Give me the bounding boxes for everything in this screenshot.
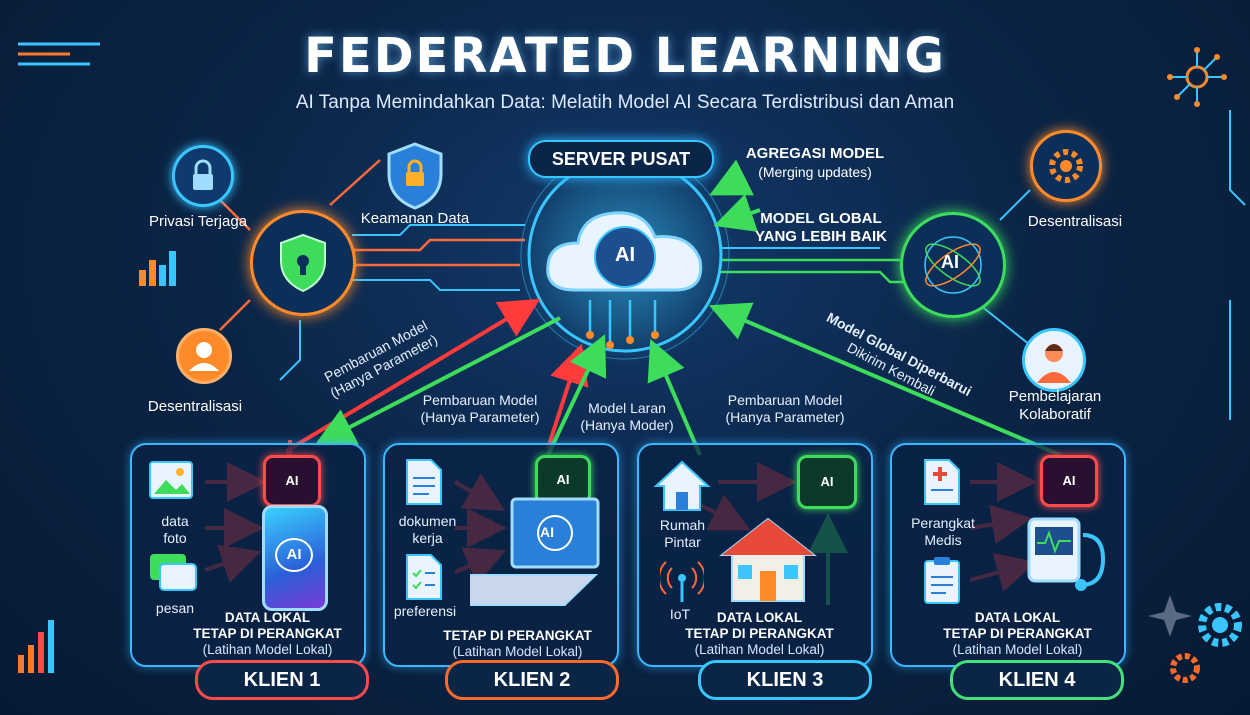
update-mid-title: Pembaruan Model (422, 392, 538, 408)
client3-ai-chip: AI (797, 455, 857, 509)
client3-item-iot: IoT (669, 606, 691, 622)
right-decentral-label: Desentralisasi (1027, 213, 1123, 230)
global-arrow-1 (314, 316, 561, 446)
left-decentral-label: Desentralisasi (147, 398, 243, 415)
client4-local-sub: (Latihan Model Lokal) (952, 642, 1083, 657)
security-label: Keamanan Data (360, 210, 470, 227)
checklist-icon (406, 554, 442, 600)
document-icon (406, 459, 442, 505)
iot-signal-icon (660, 561, 704, 602)
medical-monitor-icon (1027, 517, 1106, 591)
smartphone-icon (262, 505, 328, 611)
central-shield-badge (250, 210, 356, 316)
aggregation-title: AGREGASI MODEL (745, 145, 885, 162)
client1-item-photo: data foto (161, 513, 189, 546)
medical-document-icon (924, 459, 960, 505)
client4-ai-chip: AI (1040, 455, 1098, 507)
client3-badge: KLIEN 3 (698, 660, 872, 700)
right-circuit-lines (720, 258, 905, 284)
top-left-deco (18, 42, 100, 66)
global-model-label: MODEL GLOBAL YANG LEBIH BAIK (755, 210, 887, 245)
client1-local-sub: (Latihan Model Lokal) (202, 642, 333, 657)
client4-badge: KLIEN 4 (950, 660, 1124, 700)
update-right-title: Pembaruan Model (727, 392, 843, 408)
client4-local-title: DATA LOKAL TETAP DI PERANGKAT (943, 610, 1092, 641)
update-right-label: Pembaruan Model (Hanya Parameter) (715, 392, 855, 426)
client4-item-medical: Perangkat Medis (911, 515, 975, 548)
client2-item-document: dokumen kerja (398, 513, 457, 546)
client1-local-title: DATA LOKAL TETAP DI PERANGKAT (193, 610, 342, 641)
page-subtitle: AI Tanpa Memindahkan Data: Melatih Model… (295, 92, 955, 113)
global-arrow-2 (546, 334, 607, 456)
server-label: SERVER PUSAT (528, 140, 714, 178)
model-laran-sub: (Hanya Moder) (580, 417, 674, 433)
client2-laptop-ai: AI (540, 524, 554, 540)
client3-item-home: Rumah Pintar (659, 517, 706, 550)
update-right-sub: (Hanya Parameter) (725, 409, 845, 425)
server-ai-text: AI (615, 244, 635, 266)
smart-house-icon (719, 517, 817, 602)
update-mid-sub: (Hanya Parameter) (420, 409, 540, 425)
client2-local-title: TETAP DI PERANGKAT (443, 628, 592, 643)
privacy-label: Privasi Terjaga (148, 213, 248, 230)
photo-icon (149, 461, 193, 499)
collab-label: Pembelajaran Kolaboratif (1008, 388, 1102, 423)
bar-chart-icon (139, 251, 176, 286)
global-arrow-3 (647, 338, 702, 456)
laptop-icon (470, 497, 600, 606)
right-edge-lines (1229, 110, 1246, 420)
client4-local-note: DATA LOKAL TETAP DI PERANGKAT (Latihan M… (930, 610, 1105, 658)
client3-local-title: DATA LOKAL TETAP DI PERANGKAT (685, 610, 834, 641)
right-ai-text: AI (941, 252, 959, 272)
client1-ai-chip: AI (263, 455, 321, 507)
user-icon (176, 328, 232, 384)
network-node-icon (1167, 47, 1227, 107)
client1-badge: KLIEN 1 (195, 660, 369, 700)
client2-local-sub: (Latihan Model Lokal) (452, 644, 583, 659)
network-ai-badge (900, 212, 1006, 318)
client3-local-note: DATA LOKAL TETAP DI PERANGKAT (Latihan M… (672, 610, 847, 658)
client3-local-sub: (Latihan Model Lokal) (694, 642, 825, 657)
client2-item-preference: preferensi (393, 603, 457, 619)
client2-local-note: TETAP DI PERANGKAT (Latihan Model Lokal) (430, 628, 605, 660)
client2-badge: KLIEN 2 (445, 660, 619, 700)
gear-icon (1030, 130, 1102, 202)
global-arrow-4 (708, 302, 1061, 457)
client1-item-message: pesan (155, 600, 195, 616)
person-avatar (1022, 328, 1086, 392)
shield-lock-icon (387, 142, 443, 210)
client1-phone-ai: AI (275, 538, 313, 572)
cloud-icon (546, 211, 703, 292)
update-mid-label: Pembaruan Model (Hanya Parameter) (410, 392, 550, 426)
aggregation-sub: (Merging updates) (758, 164, 872, 180)
bottom-left-bars (18, 620, 54, 673)
clipboard-icon (924, 557, 960, 604)
gears-decoration-icon (1148, 595, 1242, 683)
message-icon (150, 554, 197, 591)
page-title: FEDERATED LEARNING (304, 28, 946, 84)
home-icon (653, 460, 711, 511)
model-laran-label: Model Laran (Hanya Moder) (572, 400, 682, 434)
lock-icon (172, 145, 234, 207)
model-laran-title: Model Laran (588, 400, 666, 416)
client1-local-note: DATA LOKAL TETAP DI PERANGKAT (Latihan M… (180, 610, 355, 658)
